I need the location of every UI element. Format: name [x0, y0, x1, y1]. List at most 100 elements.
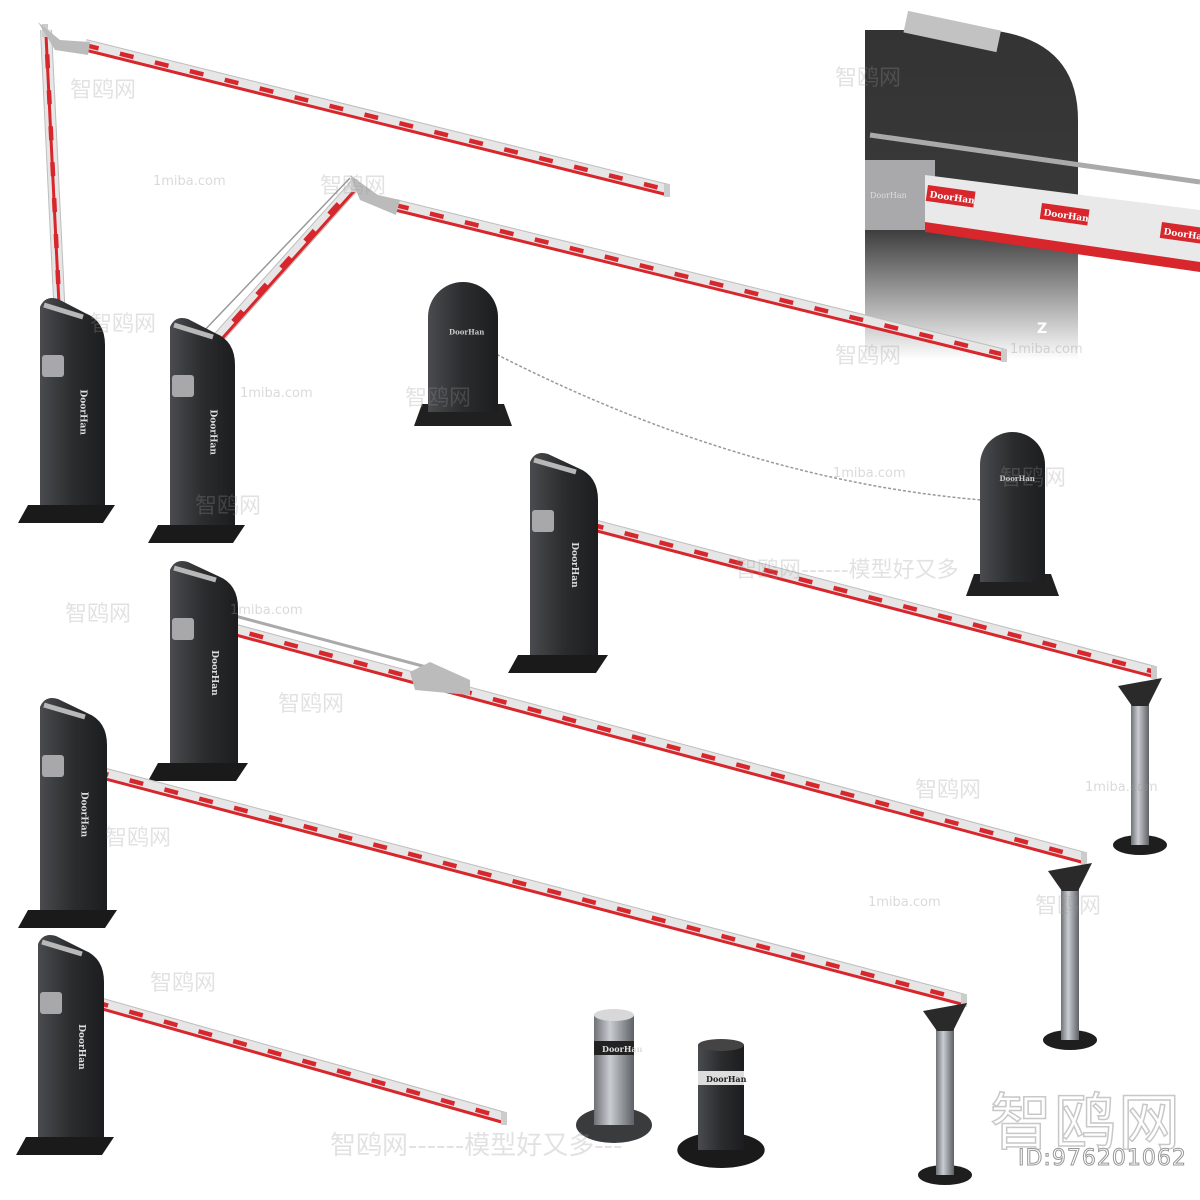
- barrier-boom: [178, 609, 1087, 865]
- brand-label: DoorHan: [208, 410, 218, 456]
- bollard-top: [594, 1009, 634, 1021]
- boom-brand-labels: [554, 512, 1156, 675]
- barrier-boom: [58, 756, 967, 1007]
- inset-hub-label: DoorHan: [870, 191, 907, 200]
- boom-brand-labels: [59, 989, 506, 1121]
- watermark: 智鸥网: [915, 778, 982, 803]
- boom-body: [58, 987, 507, 1123]
- boom-rod: [177, 177, 351, 359]
- inset-brand-plate: [1159, 222, 1200, 245]
- boom-red-edge: [179, 618, 1086, 865]
- watermark: 智鸥网------模型好又多---: [330, 1131, 623, 1161]
- boom-brand-labels: [84, 42, 669, 193]
- boom-joint: [38, 22, 90, 55]
- watermark: 智鸥网: [320, 174, 387, 199]
- watermark: 智鸥网: [70, 78, 137, 103]
- bollard-band: [594, 1041, 634, 1055]
- boom-brand-labels: [179, 612, 1086, 861]
- cabinet-body: [530, 453, 598, 655]
- barrier-cabinet: DoorHan: [148, 561, 248, 781]
- boom-red-edge: [84, 48, 669, 197]
- motor-hub: [42, 755, 64, 777]
- motor-hub: [172, 375, 194, 397]
- watermark: 1miba.com: [868, 895, 941, 910]
- watermark: 智鸥网------模型好又多: [735, 558, 959, 583]
- chain-bollard: DoorHan: [966, 432, 1059, 596]
- boom-end-cap: [664, 184, 670, 197]
- post-fork: [1118, 678, 1162, 706]
- brand-label: DoorHan: [1000, 474, 1035, 483]
- inset-top-light: [903, 10, 1001, 53]
- chain-bollard: DoorHan: [414, 282, 512, 426]
- watermark: 1miba.com: [1085, 780, 1158, 795]
- boom-support-post: [1113, 678, 1167, 855]
- boom-brand-labels: [43, 29, 63, 321]
- boom-joint: [410, 662, 470, 695]
- watermark: 1miba.com: [153, 174, 226, 189]
- watermark-logo: 智鸥网: [989, 1085, 1183, 1160]
- motor-hub: [42, 355, 64, 377]
- base-plate: [508, 655, 608, 673]
- brand-label: DoorHan: [78, 390, 88, 436]
- motor-hub: [172, 618, 194, 640]
- boom-support-post: [918, 1003, 972, 1185]
- barrier-cabinet: DoorHan: [18, 298, 115, 523]
- brand-label: DoorHan: [706, 1074, 747, 1084]
- base-plate: [148, 525, 245, 543]
- brand-label: DoorHan: [209, 650, 219, 696]
- watermark: 1miba.com: [1010, 342, 1083, 357]
- watermark: 1miba.com: [240, 386, 313, 401]
- barrier-boom: [40, 24, 66, 326]
- inset-mark: Z: [1037, 321, 1047, 337]
- boom-joint: [350, 175, 400, 215]
- post-fork: [1048, 863, 1092, 891]
- barrier-cabinet: DoorHan: [508, 453, 608, 673]
- brand-label: DoorHan: [602, 1044, 643, 1054]
- steel-bollard: DoorHan: [576, 1009, 652, 1143]
- watermark: 智鸥网: [835, 66, 902, 91]
- boom-red-edge: [394, 208, 1006, 362]
- watermark: 智鸥网: [278, 692, 345, 717]
- cabinet-body: [170, 318, 235, 525]
- boom-brand-labels: [59, 759, 966, 1003]
- cabinet-top-light: [173, 565, 217, 583]
- barrier-cabinet: DoorHan: [16, 935, 114, 1155]
- boom-end-cap: [351, 179, 357, 192]
- base-plate: [18, 505, 115, 523]
- watermark: 1miba.com: [230, 603, 303, 618]
- brand-label: DoorHan: [569, 542, 579, 588]
- motor-hub: [532, 510, 554, 532]
- cabinet-top-light: [43, 702, 86, 720]
- motor-hub: [40, 992, 62, 1014]
- base-plate: [148, 763, 248, 781]
- watermark: 1miba.com: [833, 466, 906, 481]
- base-plate: [18, 910, 117, 928]
- brand-label: DoorHan: [449, 328, 484, 337]
- barrier-boom: [553, 509, 1157, 679]
- cabinet-body: [40, 698, 107, 910]
- bollard-column: [698, 1045, 744, 1150]
- cabinet-top-light: [533, 457, 577, 475]
- cabinet-body: [170, 561, 238, 763]
- inset-boom: [925, 175, 1200, 270]
- watermark: 智鸥网: [1000, 466, 1067, 491]
- dark-bollard: DoorHan: [677, 1039, 765, 1168]
- inset-boom-edge: [925, 222, 1200, 272]
- boom-red-edge: [59, 995, 506, 1125]
- watermark: 智鸥网: [405, 386, 472, 411]
- bollard-column: [594, 1015, 634, 1125]
- post-pipe: [1061, 889, 1079, 1040]
- post-pipe: [1131, 704, 1149, 845]
- watermark-id: ID:976201062: [1018, 1146, 1187, 1172]
- watermark: 智鸥网: [835, 344, 902, 369]
- watermark: 智鸥网: [90, 312, 157, 337]
- cabinet-body: [38, 935, 104, 1137]
- post-fork: [923, 1003, 967, 1031]
- brand-label: DoorHan: [79, 792, 89, 838]
- base-plate: [16, 1137, 114, 1155]
- chain: [487, 349, 983, 501]
- barrier-cabinet: DoorHan: [148, 318, 245, 543]
- inset-brand-plate: [1039, 203, 1090, 226]
